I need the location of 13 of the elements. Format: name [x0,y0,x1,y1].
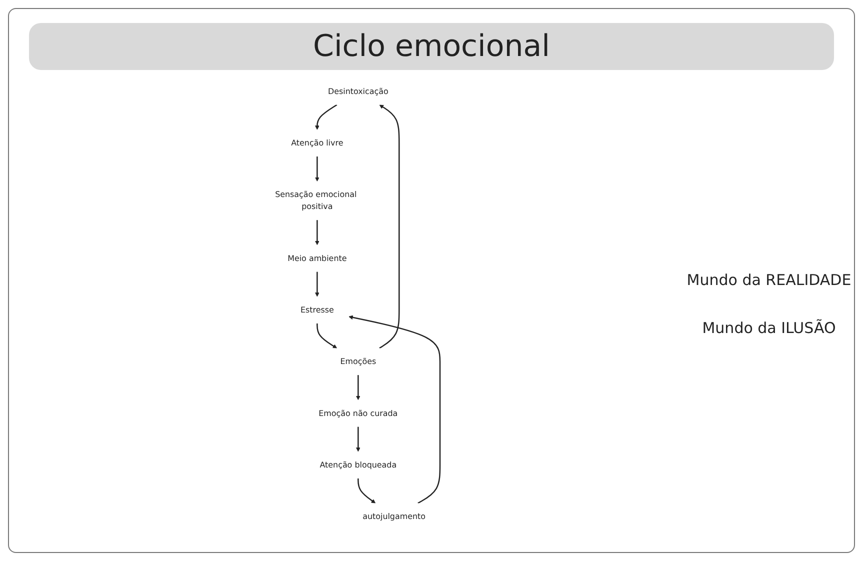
arrow [314,272,320,297]
region-label: Mundo da REALIDADE [686,271,852,289]
arrow [314,156,320,182]
arrow [358,478,376,504]
title-banner: Ciclo emocional [29,23,834,70]
region-label: Mundo da ILUSÃO [701,319,837,337]
arrow [348,315,441,504]
arrow [314,104,338,130]
arrow [379,104,400,349]
arrow [356,375,360,400]
arrow [314,220,320,246]
arrow [316,323,338,348]
arrow [356,426,360,452]
